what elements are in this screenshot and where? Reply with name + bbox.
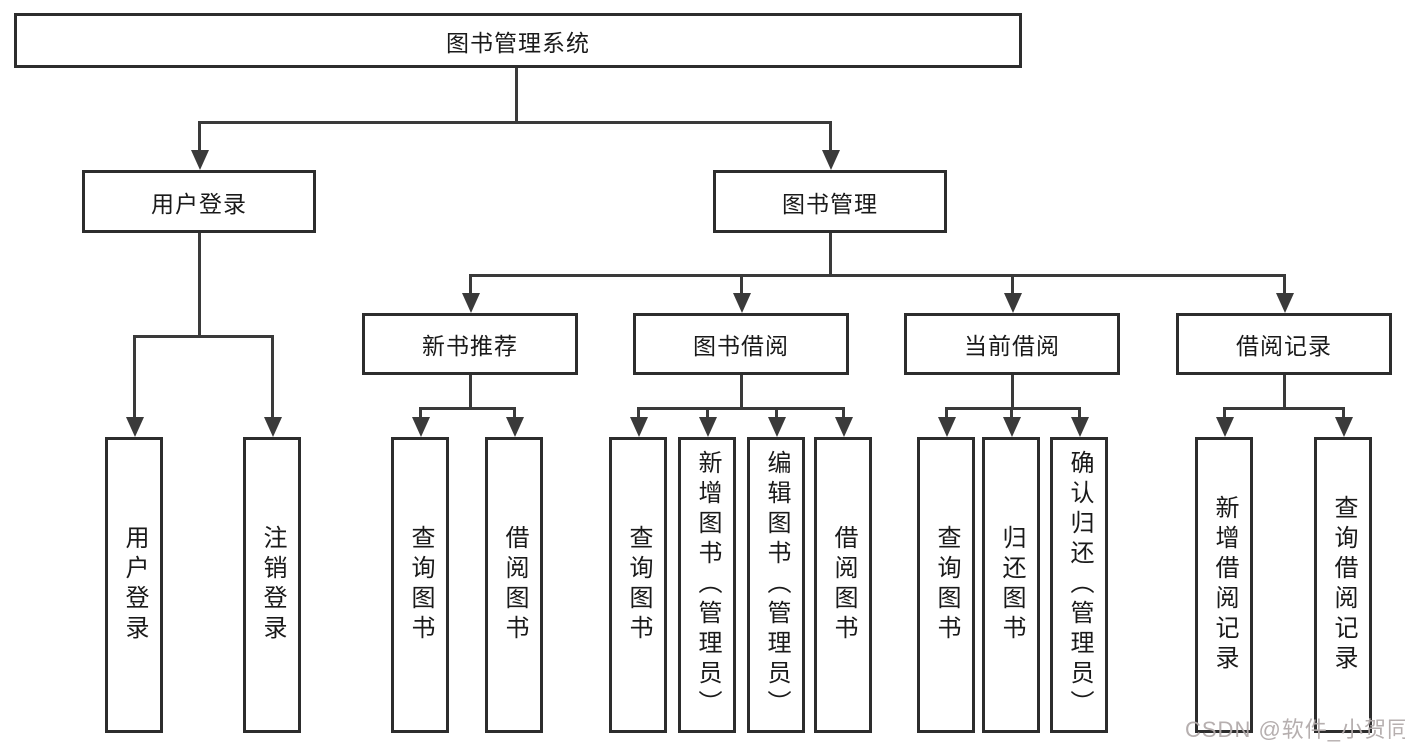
edge-line (198, 233, 201, 338)
node-label: 用户登录 (151, 190, 247, 217)
leaf-query-books-borrow: 查询图书 (609, 437, 667, 733)
leaf-label: 查询借阅记录 (1330, 495, 1357, 675)
arrow-down-icon (1011, 274, 1014, 293)
leaf-label: 查询图书 (625, 525, 652, 645)
edge-line (1223, 407, 1345, 410)
edge-line (740, 375, 743, 410)
node-label: 图书管理 (782, 190, 878, 217)
leaf-return-book: 归还图书 (982, 437, 1040, 733)
node-label: 当前借阅 (964, 333, 1060, 359)
leaf-label: 查询图书 (933, 525, 960, 645)
leaf-query-borrow-record: 查询借阅记录 (1314, 437, 1372, 733)
leaf-label: 新增借阅记录 (1211, 495, 1238, 675)
edge-line (1283, 375, 1286, 410)
arrow-down-icon (198, 121, 201, 150)
edge-line (1011, 375, 1014, 410)
arrow-down-icon (1342, 407, 1345, 417)
leaf-label: 新增图书（管理员） (694, 450, 721, 720)
leaf-edit-book-admin: 编辑图书（管理员） (747, 437, 805, 733)
arrow-down-icon (637, 407, 640, 417)
node-label: 图书借阅 (693, 333, 789, 359)
arrow-down-icon (1078, 407, 1081, 417)
edge-line (469, 274, 1286, 277)
leaf-add-borrow-record: 新增借阅记录 (1195, 437, 1253, 733)
leaf-label: 归还图书 (998, 525, 1025, 645)
leaf-borrow-books: 借阅图书 (814, 437, 872, 733)
node-new-book-recommend: 新书推荐 (362, 313, 578, 375)
leaf-confirm-return-admin: 确认归还（管理员） (1050, 437, 1108, 733)
node-book-borrow: 图书借阅 (633, 313, 849, 375)
edge-line (829, 233, 832, 277)
node-label: 图书管理系统 (446, 29, 590, 56)
leaf-label: 借阅图书 (830, 525, 857, 645)
node-borrow-records: 借阅记录 (1176, 313, 1392, 375)
edge-line (637, 407, 845, 410)
node-current-borrow: 当前借阅 (904, 313, 1120, 375)
leaf-label: 查询图书 (407, 525, 434, 645)
leaf-logout: 注销登录 (243, 437, 301, 733)
arrow-down-icon (1283, 274, 1286, 293)
arrow-down-icon (706, 407, 709, 417)
arrow-down-icon (513, 407, 516, 417)
arrow-down-icon (271, 335, 274, 417)
leaf-user-login: 用户登录 (105, 437, 163, 733)
arrow-down-icon (829, 121, 832, 150)
leaf-borrow-books-recommend: 借阅图书 (485, 437, 543, 733)
arrow-down-icon (775, 407, 778, 417)
arrow-down-icon (419, 407, 422, 417)
arrow-down-icon (945, 407, 948, 417)
arrow-down-icon (1223, 407, 1226, 417)
leaf-label: 注销登录 (259, 525, 286, 645)
edge-line (198, 121, 832, 124)
arrow-down-icon (1010, 407, 1013, 417)
leaf-label: 确认归还（管理员） (1066, 450, 1093, 720)
node-book-management: 图书管理 (713, 170, 947, 233)
leaf-query-books-current: 查询图书 (917, 437, 975, 733)
node-label: 新书推荐 (422, 333, 518, 359)
arrow-down-icon (842, 407, 845, 417)
arrow-down-icon (469, 274, 472, 293)
edge-line (419, 407, 516, 410)
edge-line (133, 335, 274, 338)
edge-line (515, 68, 518, 124)
leaf-label: 用户登录 (121, 525, 148, 645)
arrow-down-icon (740, 274, 743, 293)
leaf-add-book-admin: 新增图书（管理员） (678, 437, 736, 733)
edge-line (469, 375, 472, 410)
leaf-label: 借阅图书 (501, 525, 528, 645)
node-root-system: 图书管理系统 (14, 13, 1022, 68)
leaf-query-books-recommend: 查询图书 (391, 437, 449, 733)
node-label: 借阅记录 (1236, 333, 1332, 359)
csdn-watermark: CSDN @软件_小贺同学 (1185, 717, 1405, 742)
node-user-login: 用户登录 (82, 170, 316, 233)
arrow-down-icon (133, 335, 136, 417)
leaf-label: 编辑图书（管理员） (763, 450, 790, 720)
edge-line (945, 407, 1081, 410)
